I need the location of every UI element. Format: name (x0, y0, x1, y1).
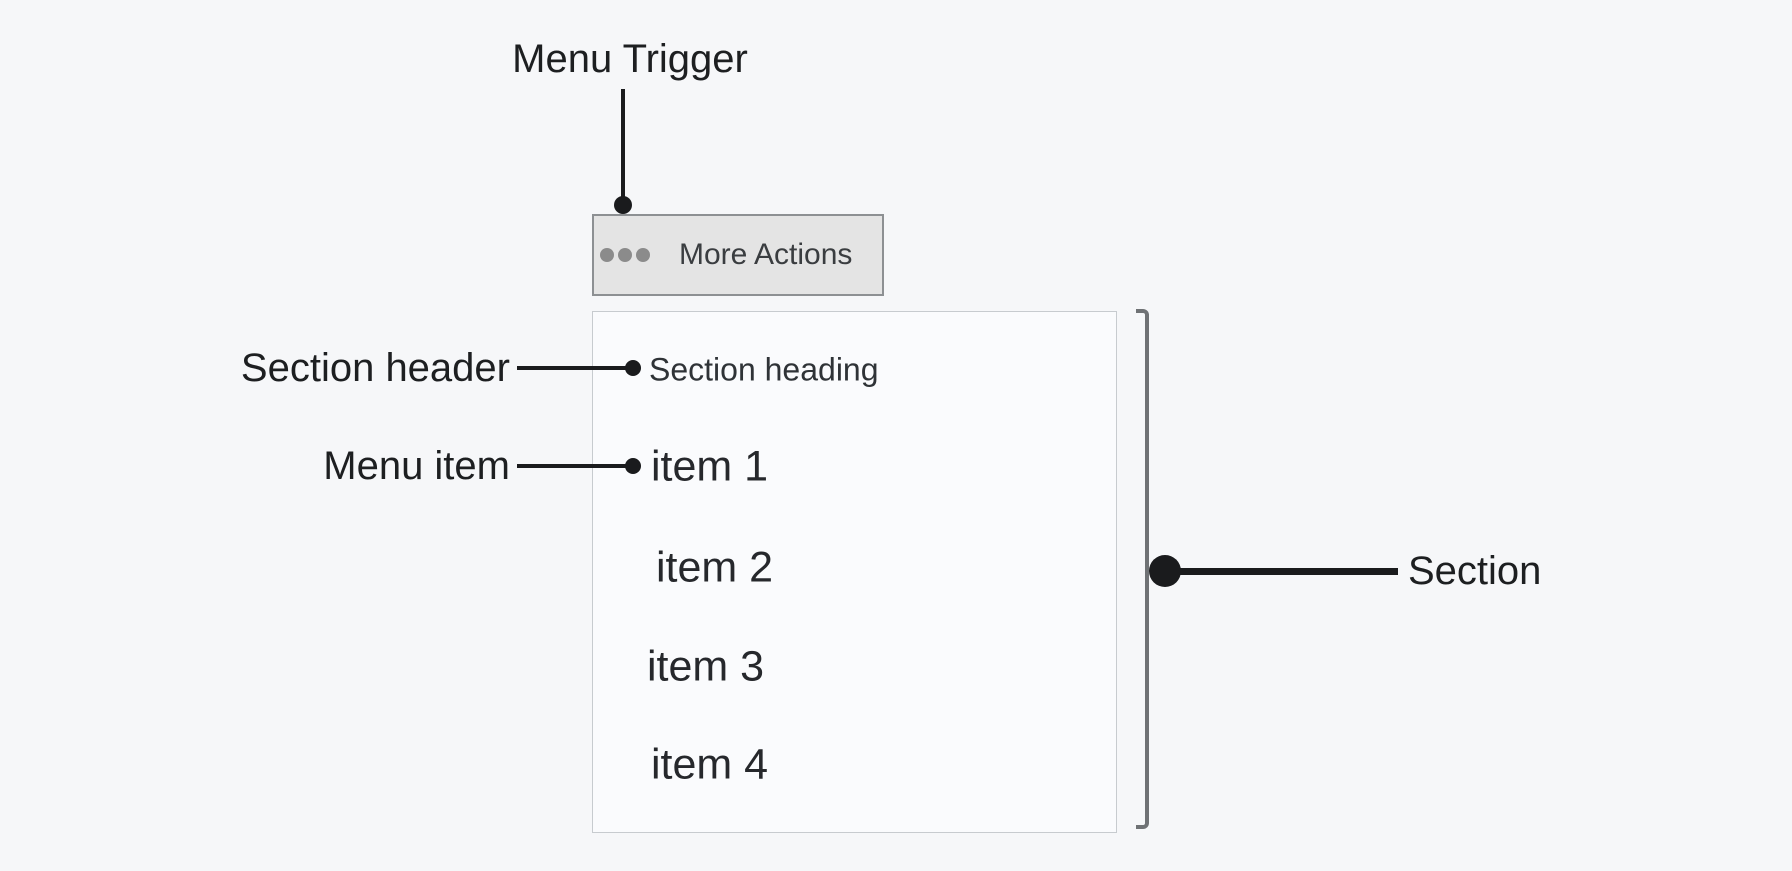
ellipsis-dot (600, 248, 614, 262)
menu-trigger-connector-line (621, 89, 625, 197)
section-connector-line (1165, 568, 1398, 575)
ellipsis-icon (600, 248, 650, 262)
menu-item-2[interactable]: item 2 (656, 543, 774, 592)
section-header-annotation-label: Section header (240, 346, 510, 390)
section-header-connector-line (517, 366, 627, 370)
ellipsis-dot (636, 248, 650, 262)
menu-item-connector-dot (625, 458, 641, 474)
menu-item-3[interactable]: item 3 (647, 642, 765, 691)
menu-item-connector-line (517, 464, 627, 468)
menu-item-1[interactable]: item 1 (651, 442, 769, 491)
menu-trigger-annotation-label: Menu Trigger (512, 37, 748, 81)
menu-item-4[interactable]: item 4 (651, 740, 769, 789)
menu-panel: Section heading item 1 item 2 item 3 ite… (592, 311, 1117, 833)
menu-item-annotation-label: Menu item (323, 444, 510, 488)
menu-section-heading: Section heading (649, 351, 879, 388)
menu-trigger-connector-dot (614, 196, 632, 214)
section-bracket (1136, 309, 1149, 829)
more-actions-label: More Actions (679, 238, 853, 271)
ellipsis-dot (618, 248, 632, 262)
section-annotation-label: Section (1408, 549, 1542, 593)
section-header-connector-dot (625, 360, 641, 376)
more-actions-button[interactable]: More Actions (592, 214, 884, 296)
